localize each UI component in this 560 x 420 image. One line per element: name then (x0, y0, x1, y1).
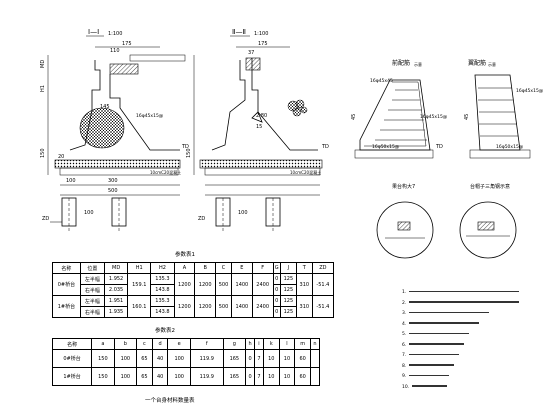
label-150b: 150 (186, 148, 192, 158)
pile-right-2 (265, 197, 281, 227)
dim-110: 110 (110, 48, 120, 54)
backfill-ellipse (79, 107, 125, 149)
front-rebar-detail: 前配筋 示意 16φ45x45 16φ45x15@ 16φ50x15@ 45 T… (351, 59, 448, 159)
label-2-80: 2.80 (256, 113, 267, 119)
wing-triangle (251, 111, 263, 123)
note-line: 4. (402, 320, 552, 331)
label-100: 100 (66, 178, 76, 184)
label-td: TD (181, 144, 189, 150)
rebar-b1: 16φ45x45 (370, 78, 393, 84)
label-zd: ZD (42, 216, 49, 222)
label-300: 300 (108, 178, 118, 184)
table2: 名称 a b c d e f g h i k l m n 0#桥台 150 10… (51, 338, 320, 386)
table-row: 0#桥台 150 100 65 40 100 119.9 165 0 7 10 … (51, 349, 320, 368)
note-line: 5. (402, 330, 552, 341)
label-15: 15 (256, 124, 262, 130)
label-20: 20 (58, 154, 64, 160)
table-row: 名称 a b c d e f g h i k l m n (51, 338, 320, 350)
rebar-w1: 16φ45x15@ (516, 88, 544, 94)
pile-dim-2: 100 (238, 210, 248, 216)
note-line: 10. (402, 383, 552, 394)
table2-caption: 参数表2 (155, 328, 175, 334)
footing-2 (199, 159, 323, 169)
cap-note-2: 10cmC20混凝土 (290, 169, 321, 175)
cap-note: 10cmC20混凝土 (150, 169, 181, 175)
table1: 名称 位置 MD H1 H2 A B C E F G J T ZD 0#桥台 左… (52, 262, 335, 318)
rebar-w2: 16φ50x15@ (496, 144, 524, 150)
table3-caption: 一个台身材料数量表 (145, 398, 195, 404)
detail-circles: 果台构大7 台帽子三角钢示意 (376, 183, 517, 259)
detail-b-circle (459, 201, 517, 259)
note-line: 8. (402, 362, 552, 373)
table-row: 1#桥台 左半幅 1.951 160.1 135.3 1200 1200 500… (52, 295, 335, 318)
note-line: 1. (402, 288, 552, 299)
table1-caption: 参数表1 (175, 252, 195, 258)
label-500: 500 (108, 188, 118, 194)
detail-a-circle (376, 201, 434, 259)
pile-dim: 100 (84, 210, 94, 216)
note-line: 2. (402, 299, 552, 310)
front-rebar-title: 前配筋 (392, 59, 410, 67)
section-2: Ⅱ—Ⅱ 1:100 175 37 2.80 15 150 TD 10cmC20混… (186, 28, 329, 232)
front-h: 45 (351, 114, 357, 120)
detail-b-title: 台帽子三角钢示意 (470, 183, 510, 190)
abutment-cap (109, 63, 139, 75)
notes-block: 1. 2. 3. 4. 5. 6. 7. 8. 9. 10. (402, 288, 552, 393)
section-1-scale: 1:100 (108, 31, 122, 37)
rebar-a: 16φ45x15@ (136, 113, 164, 119)
note-line: 7. (402, 351, 552, 362)
note-line: 9. (402, 372, 552, 383)
wing-rebar-detail: 翼配筋 示意 16φ45x15@ 16φ50x15@ 45 (464, 59, 544, 159)
detail-a-title: 果台构大7 (392, 183, 415, 190)
table-row: 右半幅 1.935 143.8 0 125 (53, 306, 334, 318)
pile-left (61, 197, 77, 227)
wing-rebar-title: 翼配筋 (468, 59, 486, 67)
table-row: 0#桥台 左半幅 1.952 159.1 135.3 1200 1200 500… (52, 273, 335, 296)
wing-h: 45 (464, 114, 470, 120)
rebar-b3: 16φ50x15@ (372, 144, 400, 150)
table-row: 名称 位置 MD H1 H2 A B C E F G J T ZD (52, 262, 335, 274)
wing-rebar-note: 示意 (488, 61, 496, 67)
section-2-scale: 1:100 (254, 31, 268, 37)
section-1-title: I—I (88, 28, 99, 36)
section-1-note (130, 56, 132, 61)
label-145: 145 (100, 104, 110, 110)
table-row: 1#桥台 150 100 65 40 100 119.9 165 0 7 10 … (51, 367, 320, 386)
label-td-3: TD (435, 144, 443, 150)
front-rebar-note: 示意 (414, 61, 422, 67)
label-td-2: TD (321, 144, 329, 150)
dim-175b: 175 (258, 41, 268, 47)
section-1: I—I 1:100 175 110 145 16φ45x15@ H1 MD 15… (40, 28, 189, 232)
label-h1: H1 (40, 85, 46, 92)
pile-left-2 (215, 197, 231, 227)
rebar-b2: 16φ45x15@ (420, 114, 448, 120)
table-row: 右半幅 2.035 143.8 0 125 (53, 284, 334, 296)
note-line: 3. (402, 309, 552, 320)
footing (54, 159, 181, 169)
pile-right (111, 197, 127, 227)
label-zd-2: ZD (198, 216, 205, 222)
section-2-title: Ⅱ—Ⅱ (232, 28, 246, 36)
dim-37: 37 (248, 50, 254, 56)
label-md: MD (40, 60, 46, 68)
note-line: 6. (402, 341, 552, 352)
label-150: 150 (40, 148, 46, 158)
abutment-cap-2 (245, 57, 261, 71)
dim-175: 175 (122, 41, 132, 47)
